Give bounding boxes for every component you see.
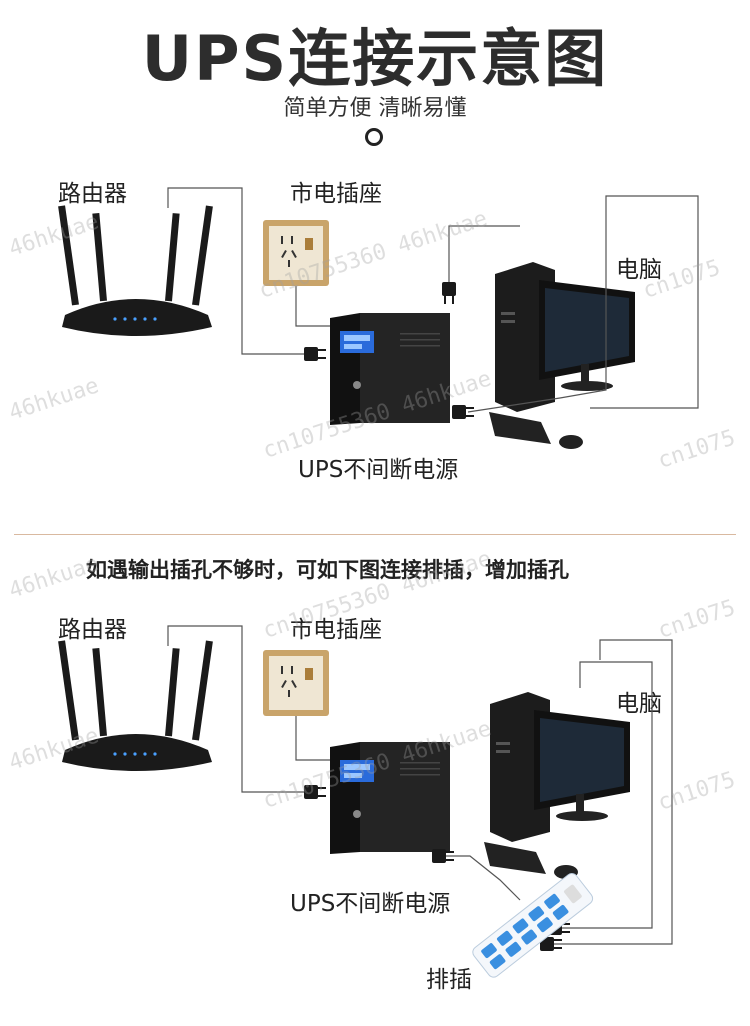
plug-icon (442, 282, 456, 304)
router-label-2: 路由器 (58, 617, 127, 643)
strip-label: 排插 (426, 967, 472, 993)
section-divider (14, 534, 736, 535)
socket-label-1: 市电插座 (290, 181, 382, 207)
computer-1 (489, 262, 635, 449)
computer-2 (484, 692, 630, 879)
wall-socket-2 (263, 650, 329, 716)
computer-label-1: 电脑 (616, 257, 662, 283)
page-subtitle: 简单方便 清晰易懂 (283, 96, 467, 121)
router-label-1: 路由器 (58, 181, 127, 207)
circle-icon (365, 128, 383, 146)
plug-icon (304, 347, 326, 361)
ups-label-1: UPS不间断电源 (298, 457, 459, 483)
power-strip (472, 873, 594, 978)
ups-label-2: UPS不间断电源 (290, 891, 451, 917)
page-title: UPS连接示意图 (141, 22, 609, 95)
socket-label-2: 市电插座 (290, 617, 382, 643)
strip-note: 如遇输出插孔不够时，可如下图连接排插，增加插孔 (86, 558, 569, 582)
computer-label-2: 电脑 (616, 691, 662, 717)
